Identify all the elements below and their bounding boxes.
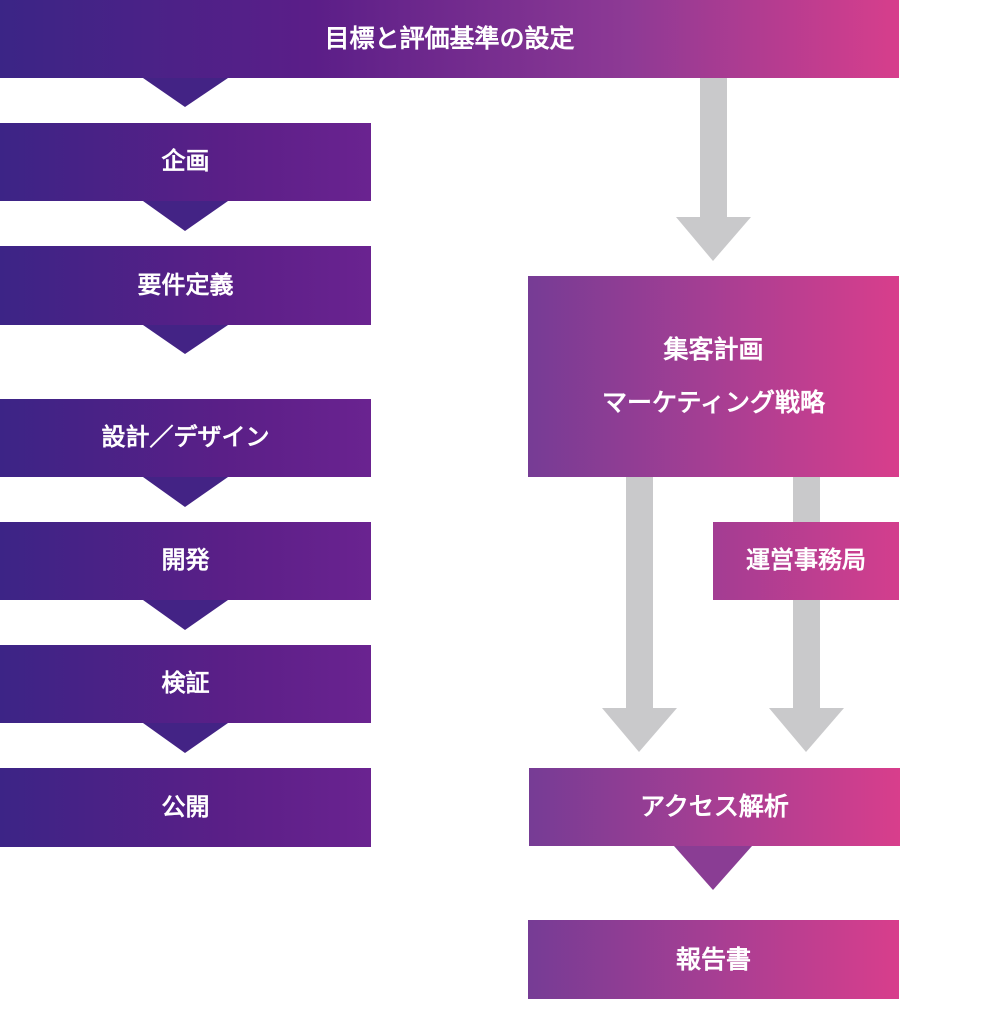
step-kensho: 検証	[0, 645, 371, 723]
chevron-analytics	[674, 846, 752, 890]
operations-box: 運営事務局	[713, 522, 899, 600]
step-label: 設計／デザイン	[101, 423, 270, 452]
chevron-kikaku	[143, 201, 228, 231]
step-sekkei-design: 設計／デザイン	[0, 399, 371, 477]
step-label: 開発	[161, 546, 210, 575]
operations-label: 運営事務局	[746, 546, 866, 575]
step-label: 公開	[161, 792, 210, 821]
step-yoken-teigi: 要件定義	[0, 246, 371, 325]
step-label: 企画	[161, 147, 210, 176]
report-box: 報告書	[528, 920, 899, 999]
chevron-sekkei	[143, 477, 228, 507]
chevron-title	[143, 78, 228, 107]
step-kokai: 公開	[0, 768, 371, 847]
arrow-operations-to-analytics	[769, 477, 844, 752]
analytics-box: アクセス解析	[529, 768, 900, 846]
chevron-kensho	[143, 723, 228, 753]
plan-label: 集客計画 マーケティング戦略	[601, 335, 825, 417]
step-kaihatsu: 開発	[0, 522, 371, 600]
report-label: 報告書	[675, 944, 751, 974]
plan-box: 集客計画 マーケティング戦略	[528, 276, 899, 477]
arrow-title-to-plan	[676, 78, 751, 261]
title-bar: 目標と評価基準の設定	[0, 0, 899, 78]
analytics-label: アクセス解析	[640, 792, 789, 822]
step-kikaku: 企画	[0, 123, 371, 201]
step-label: 要件定義	[137, 270, 234, 299]
chevron-yoken	[143, 325, 228, 354]
arrow-plan-to-analytics	[602, 477, 677, 752]
title-text: 目標と評価基準の設定	[324, 24, 575, 54]
chevron-kaihatsu	[143, 600, 228, 630]
step-label: 検証	[161, 669, 210, 698]
